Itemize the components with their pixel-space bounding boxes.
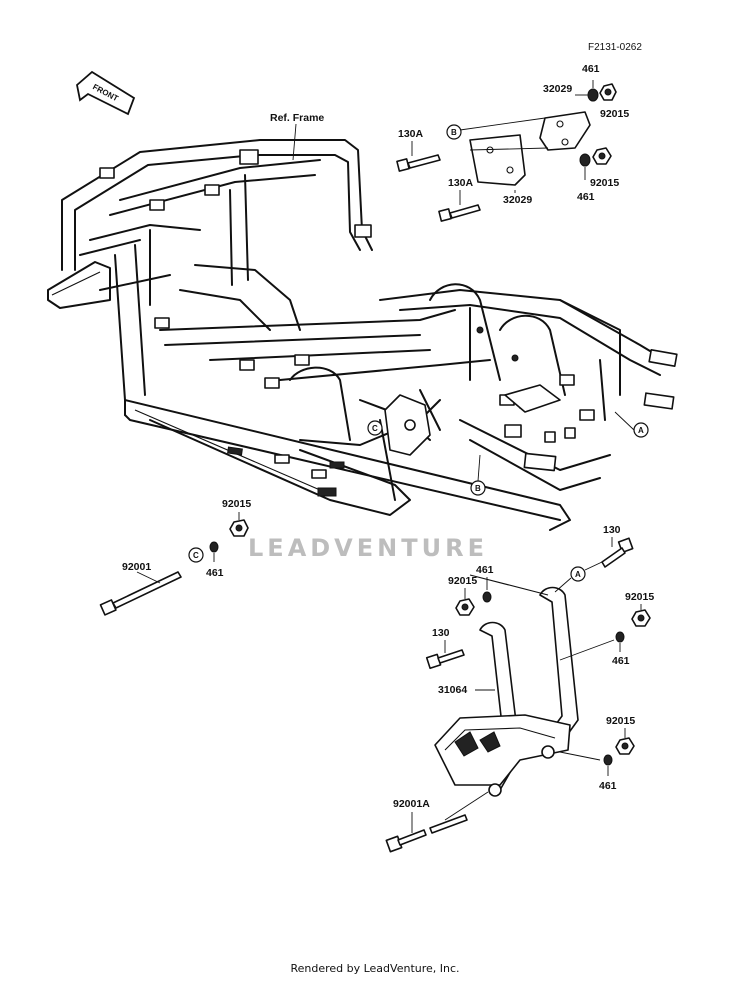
footer-credit: Rendered by LeadVenture, Inc.: [290, 962, 460, 975]
svg-text:A: A: [575, 570, 581, 579]
label-92015-right2: 92015: [606, 715, 635, 727]
label-32029-top: 32029: [543, 83, 572, 95]
nut-92015-right2: [615, 737, 635, 755]
label-461-right2: 461: [599, 780, 617, 792]
bolt-130-right: [601, 537, 634, 568]
svg-text:B: B: [475, 484, 481, 493]
label-461-top: 461: [582, 63, 600, 75]
svg-text:C: C: [372, 424, 378, 433]
front-arrow-icon: FRONT: [76, 70, 136, 116]
svg-text:B: B: [451, 128, 457, 137]
label-31064: 31064: [438, 684, 467, 696]
bolt-130-left: [425, 649, 465, 670]
label-92015-right1: 92015: [625, 591, 654, 603]
label-461-right1: 461: [612, 655, 630, 667]
callout-b-bracket: B: [446, 124, 462, 140]
svg-text:A: A: [638, 426, 644, 435]
upper-mount-brackets: [459, 111, 591, 186]
bolt-130a-mid: [438, 204, 481, 222]
nut-92015-bracket: [455, 598, 475, 616]
label-130-right: 130: [603, 524, 621, 536]
washer-461-mid: [579, 153, 591, 167]
label-461-mid: 461: [577, 191, 595, 203]
label-130a-mid: 130A: [448, 177, 474, 189]
bolt-130a-top: [396, 154, 441, 172]
nut-92015-right1: [631, 609, 651, 627]
bolt-92001a: [385, 814, 468, 853]
callout-b-frame: B: [470, 454, 486, 496]
label-92001a: 92001A: [393, 798, 430, 810]
label-130-left: 130: [432, 627, 450, 639]
washer-461-bracket: [482, 591, 492, 603]
callout-c-frame: C: [367, 420, 383, 436]
label-92001: 92001: [122, 561, 151, 573]
callout-a-bracket: A: [554, 561, 603, 593]
callout-c-left: C: [188, 547, 204, 563]
washer-461-top: [587, 88, 599, 102]
watermark: LEADVENTURE: [248, 534, 488, 562]
hanger-bracket-31064: [434, 574, 579, 797]
washer-461-left: [209, 541, 219, 553]
label-92015-left: 92015: [222, 498, 251, 510]
label-92015-bracket: 92015: [448, 575, 477, 587]
ref-frame-label: Ref. Frame: [270, 112, 324, 124]
label-92015-top: 92015: [600, 108, 629, 120]
label-130a-top: 130A: [398, 128, 424, 140]
svg-text:C: C: [193, 551, 199, 560]
label-32029-mid: 32029: [503, 194, 532, 206]
nut-92015-top: [599, 83, 617, 101]
label-92015-mid: 92015: [590, 177, 619, 189]
washer-461-right1: [615, 631, 625, 643]
label-461-left: 461: [206, 567, 224, 579]
callout-a-frame: A: [614, 411, 649, 438]
figure-code: F2131-0262: [588, 42, 642, 53]
washer-461-right2: [603, 754, 613, 766]
label-461-bracket: 461: [476, 564, 494, 576]
main-frame: [47, 139, 678, 531]
bolt-92001: [99, 571, 182, 616]
nut-92015-left: [229, 519, 249, 537]
nut-92015-mid: [592, 147, 612, 165]
